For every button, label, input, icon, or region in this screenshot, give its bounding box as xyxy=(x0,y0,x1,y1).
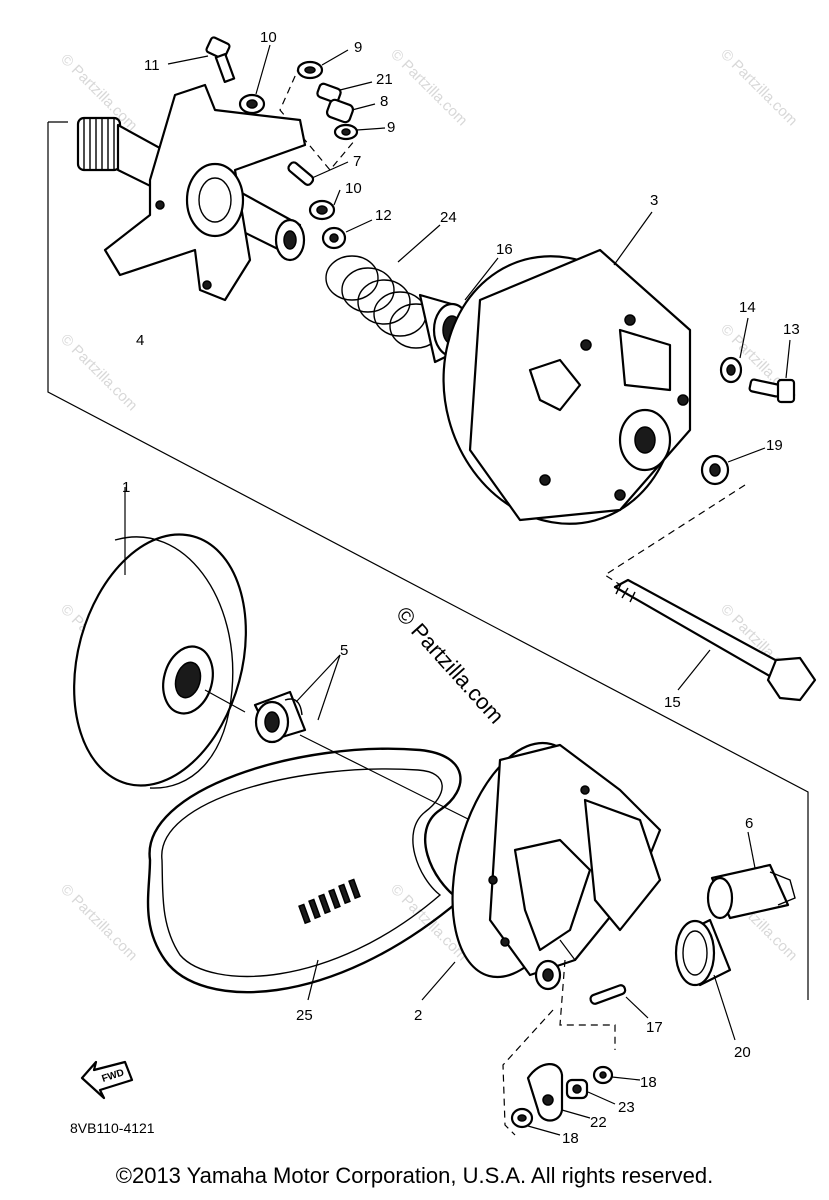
callout-11: 11 xyxy=(144,57,160,74)
callout-7: 7 xyxy=(353,153,361,170)
belt-cogs xyxy=(298,878,361,925)
callout-6: 6 xyxy=(745,815,753,832)
callout-14: 14 xyxy=(739,299,756,316)
part-24-spring xyxy=(325,224,443,349)
callout-22: 22 xyxy=(590,1114,607,1131)
watermark-text: © Partzilla.com xyxy=(717,46,800,129)
callout-4: 4 xyxy=(136,332,144,349)
part-8-roller xyxy=(325,98,376,124)
callout-18: 18 xyxy=(562,1130,579,1147)
part-2-movable-sheave xyxy=(421,741,662,1001)
copyright-notice: ©2013 Yamaha Motor Corporation, U.S.A. A… xyxy=(115,1163,714,1188)
part-12-nut xyxy=(321,219,373,250)
watermark-text: © Partzilla.com xyxy=(57,881,140,964)
callout-17: 17 xyxy=(646,1019,663,1036)
callout-2: 2 xyxy=(414,1007,422,1024)
part-14-washer xyxy=(719,317,749,384)
part-25-drive-belt xyxy=(146,747,462,1001)
fwd-arrow: FWD xyxy=(80,1060,134,1100)
callout-24: 24 xyxy=(440,209,457,226)
part-15-long-bolt xyxy=(613,578,817,702)
callout-21: 21 xyxy=(376,71,393,88)
part-1-sheave-disc xyxy=(73,487,247,789)
shaft-thread-lines xyxy=(83,118,115,170)
callout-1: 1 xyxy=(122,479,130,496)
callout-20: 20 xyxy=(734,1044,751,1061)
callout-15: 15 xyxy=(664,694,681,711)
part-9-washer-bottom xyxy=(333,123,386,141)
callout-9: 9 xyxy=(387,119,395,136)
bolt-thread xyxy=(615,583,636,603)
part-18-washer-upper xyxy=(592,1065,641,1085)
callout-18: 18 xyxy=(640,1074,657,1091)
callout-10: 10 xyxy=(260,29,277,46)
callout-13: 13 xyxy=(783,321,800,338)
bracket-dashed xyxy=(559,959,616,1050)
callout-19: 19 xyxy=(766,437,783,454)
callout-9: 9 xyxy=(354,39,362,56)
callout-12: 12 xyxy=(375,207,392,224)
bracket-dashed xyxy=(502,1009,554,1136)
part-19-washer xyxy=(700,447,766,486)
part-10-nut-lower xyxy=(308,189,341,221)
callout-3: 3 xyxy=(650,192,658,209)
axis-leader xyxy=(299,734,471,821)
part-21-pin xyxy=(316,81,373,104)
part-11-bolt xyxy=(167,36,236,84)
part-18-washer-lower xyxy=(510,1107,561,1136)
callout-labels: 11 10 9 21 8 9 7 10 12 24 16 3 4 14 13 1… xyxy=(122,29,800,1147)
diagram-code: 8VB110-4121 xyxy=(70,1120,155,1136)
part-5-bushing xyxy=(253,654,341,744)
axis-leader xyxy=(204,689,246,713)
spider-hub xyxy=(185,162,245,238)
part-22-weight-arm xyxy=(526,1063,591,1122)
callout-16: 16 xyxy=(496,241,513,258)
part-23-roller xyxy=(565,1078,616,1105)
part-9-washer-top xyxy=(296,49,349,80)
part-4-fixed-sheave xyxy=(76,83,307,302)
part-7-pin xyxy=(287,161,349,186)
callout-8: 8 xyxy=(380,93,388,110)
callout-10: 10 xyxy=(345,180,362,197)
watermark-center: © Partzilla.com xyxy=(391,602,509,729)
part-3-cover xyxy=(442,211,692,525)
part-10-nut-upper xyxy=(238,44,271,115)
part-17-pin xyxy=(589,984,649,1019)
assembly-boundary xyxy=(47,122,809,1000)
watermark-text: © Partzilla.com xyxy=(57,331,140,414)
part-20-bushing xyxy=(674,918,736,1041)
callout-25: 25 xyxy=(296,1007,313,1024)
callout-23: 23 xyxy=(618,1099,635,1116)
part-13-bolt xyxy=(748,339,796,404)
watermark-text: © Partzilla.com xyxy=(387,46,470,129)
part-6-sleeve xyxy=(706,831,796,920)
callout-5: 5 xyxy=(340,642,348,659)
